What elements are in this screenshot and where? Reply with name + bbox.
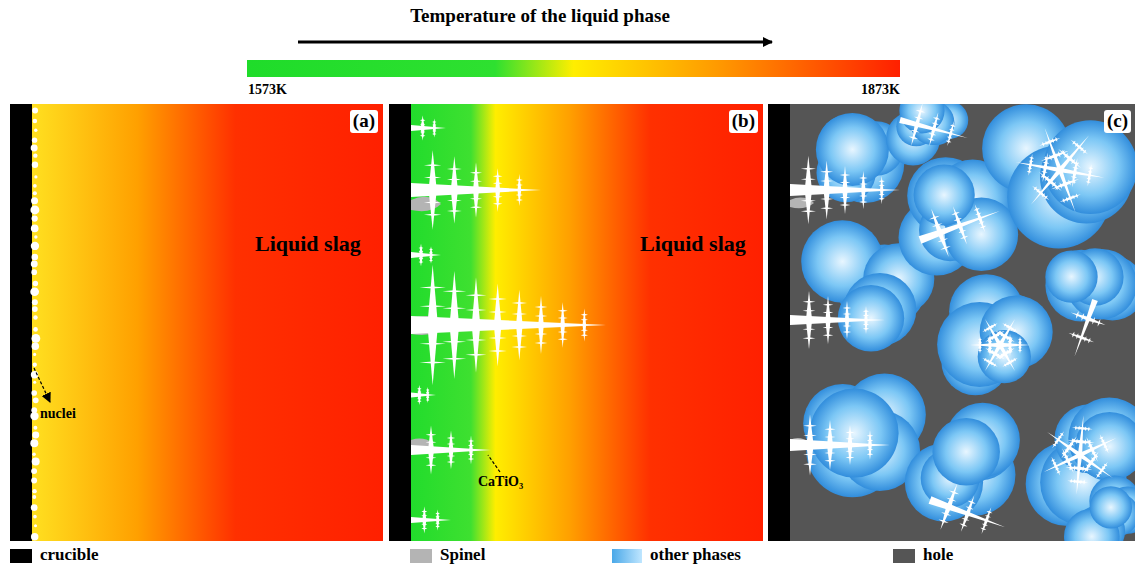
region-label: Liquid slag <box>640 232 746 256</box>
nucleus <box>31 334 40 343</box>
nucleus <box>30 412 38 420</box>
dendrite <box>790 414 890 475</box>
nucleus <box>34 524 37 527</box>
nucleus <box>31 254 38 261</box>
other-phase <box>838 285 904 351</box>
nucleus <box>33 281 38 286</box>
dendrite <box>411 506 451 533</box>
nucleus <box>33 353 36 356</box>
scale-title: Temperature of the liquid phase <box>410 6 670 27</box>
nucleus <box>31 225 39 233</box>
legend-swatch <box>10 549 32 563</box>
dendrite <box>990 313 1024 350</box>
other-phase <box>1075 412 1135 481</box>
dendrite <box>411 244 441 266</box>
nucleus <box>32 431 39 438</box>
callout-label: CaTiO₃ <box>478 474 523 489</box>
dendrite <box>1038 443 1086 485</box>
nucleus <box>33 327 38 332</box>
dendrite <box>1074 426 1122 468</box>
nucleus <box>31 242 39 250</box>
dendrite <box>1057 294 1112 363</box>
nucleus <box>33 426 37 430</box>
nucleus <box>33 191 37 195</box>
nucleus <box>32 458 40 466</box>
dendrite <box>790 156 900 224</box>
legend-swatch <box>612 549 642 563</box>
nucleus <box>33 315 37 319</box>
dendrite <box>790 291 885 350</box>
nucleus <box>34 129 37 132</box>
panel-label: (b) <box>729 110 758 133</box>
nucleus <box>30 205 39 214</box>
dendrite <box>894 104 973 159</box>
nucleus <box>32 495 36 499</box>
dendrite <box>1046 165 1089 217</box>
nucleus <box>32 215 38 221</box>
nucleus <box>30 287 39 296</box>
nucleus <box>32 137 37 142</box>
nucleus <box>34 175 37 178</box>
other-phase <box>914 164 975 225</box>
legend-swatch <box>410 549 432 563</box>
nucleus <box>31 533 38 540</box>
other-phase <box>932 418 999 485</box>
dendrite <box>1049 126 1101 179</box>
temperature-min: 1573K <box>248 82 287 97</box>
nucleus <box>33 119 37 123</box>
nucleus <box>31 477 37 483</box>
legend-text: crucible <box>40 546 99 565</box>
nucleus <box>31 504 38 511</box>
nucleus <box>31 145 38 152</box>
nucleus <box>33 184 37 188</box>
dendrite <box>411 426 491 475</box>
other-phase <box>1044 120 1135 214</box>
panel-label: (c) <box>1104 110 1131 133</box>
nucleus <box>32 162 38 168</box>
nucleus <box>32 306 38 312</box>
dendrite <box>922 477 1014 541</box>
nucleus <box>33 153 37 157</box>
nucleus <box>30 439 38 447</box>
panel-label: (a) <box>350 110 378 133</box>
other-phase <box>1090 486 1132 528</box>
region-label: Liquid slag <box>255 232 361 256</box>
nucleus <box>33 397 39 403</box>
nucleus <box>31 468 37 474</box>
nucleus <box>31 197 38 204</box>
legend-text: hole <box>923 546 953 565</box>
nucleus <box>33 363 37 367</box>
nucleus <box>31 260 38 267</box>
callout-label: nuclei <box>40 406 76 421</box>
nucleus <box>33 381 36 384</box>
legend-swatch <box>893 549 915 563</box>
nucleus <box>32 299 38 305</box>
dendrite <box>411 150 541 229</box>
legend-text: other phases <box>650 546 741 565</box>
dendrite <box>411 116 446 141</box>
other-phase <box>810 389 899 478</box>
nucleus <box>32 489 36 493</box>
nucleus <box>32 342 39 349</box>
other-phase <box>1045 250 1097 302</box>
nucleus <box>34 235 37 238</box>
spinel <box>411 197 441 211</box>
temperature-max: 1873K <box>861 82 900 97</box>
nucleus <box>32 107 38 113</box>
dendrite <box>411 385 436 405</box>
nucleus <box>32 452 35 455</box>
legend-text: Spinel <box>440 546 485 565</box>
dendrite <box>411 265 606 385</box>
dendrite <box>975 313 1009 350</box>
dendrite <box>911 187 1008 264</box>
nucleus <box>31 390 37 396</box>
nucleus <box>31 269 37 275</box>
nucleus <box>33 515 37 519</box>
dendrite <box>1031 123 1074 175</box>
